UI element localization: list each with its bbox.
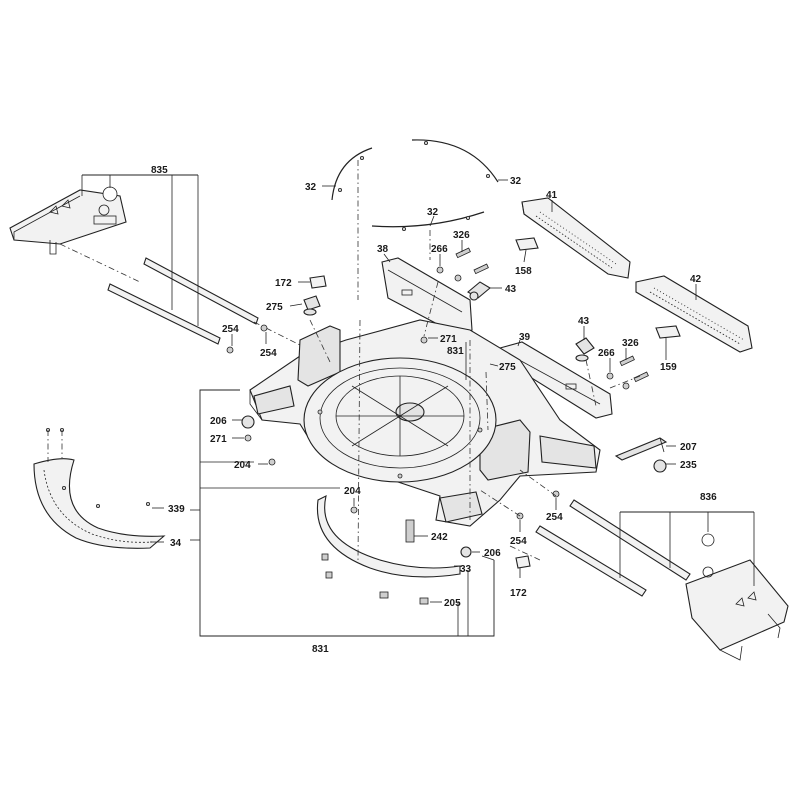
label-plate-172-upper: [309, 275, 327, 289]
label-172-lower: 172: [510, 588, 527, 599]
left-rod-lower: [107, 283, 221, 345]
label-206-upper: 206: [210, 416, 227, 427]
right-rod-upper: [569, 499, 691, 581]
label-205: 205: [444, 598, 461, 609]
label-254-lower-center: 254: [510, 536, 527, 547]
label-207: 207: [680, 442, 697, 453]
left-extension-support: [9, 186, 127, 255]
leader-lines: [81, 174, 755, 637]
label-204-left: 204: [234, 460, 251, 471]
label-32-left: 32: [305, 182, 317, 193]
label-266-upper: 266: [431, 244, 448, 255]
screw-set-lower: [606, 355, 649, 390]
label-39: 39: [519, 332, 531, 343]
label-254-upper-right: 254: [260, 348, 277, 359]
right-rod-lower: [535, 525, 647, 597]
fence-rail-left: [331, 147, 373, 201]
label-254-lower-right: 254: [546, 512, 563, 523]
misc-hardware: [241, 336, 668, 569]
label-34: 34: [170, 538, 182, 549]
label-plate-158: [515, 237, 539, 251]
label-271-left: 271: [210, 434, 227, 445]
guide-lines: [309, 160, 641, 561]
label-158: 158: [515, 266, 532, 277]
label-33: 33: [460, 564, 472, 575]
left-rod-upper: [143, 257, 259, 325]
label-275-lower: 275: [499, 362, 516, 373]
sliding-fence-38: [381, 257, 473, 337]
label-159: 159: [660, 362, 677, 373]
arc-segment-33: [316, 494, 461, 605]
fence-42: [635, 275, 753, 353]
label-254-upper-left: 254: [222, 324, 239, 335]
fence-41: [521, 197, 631, 279]
label-32-right: 32: [510, 176, 522, 187]
label-339: 339: [168, 504, 185, 515]
part-labels: 835 32 32 32 41 42 38 266 326 158 172 27…: [151, 165, 717, 655]
label-836: 836: [700, 492, 717, 503]
label-266-lower: 266: [598, 348, 615, 359]
label-41: 41: [546, 190, 558, 201]
label-326-upper: 326: [453, 230, 470, 241]
fence-rail-center: [371, 211, 485, 231]
label-206-lower: 206: [484, 548, 501, 559]
knob-43-lower: [575, 337, 595, 362]
label-38: 38: [377, 244, 389, 255]
fence-rail-right: [411, 139, 499, 183]
label-242: 242: [431, 532, 448, 543]
label-271-upper: 271: [440, 334, 457, 345]
label-326-lower: 326: [622, 338, 639, 349]
label-831-upper: 831: [447, 346, 464, 357]
screw-set-upper: [436, 247, 489, 282]
knob-275-upper: [303, 295, 321, 316]
label-42: 42: [690, 274, 702, 285]
label-43-lower: 43: [578, 316, 590, 327]
label-172-upper: 172: [275, 278, 292, 289]
turntable: [303, 357, 497, 483]
label-235: 235: [680, 460, 697, 471]
label-831-bottom: 831: [312, 644, 329, 655]
label-plate-159: [655, 325, 681, 339]
miter-scale-34: [33, 427, 166, 549]
label-835: 835: [151, 165, 168, 176]
label-32-center: 32: [427, 207, 439, 218]
label-43-upper: 43: [505, 284, 517, 295]
knob-43-upper: [467, 281, 491, 301]
label-275-upper: 275: [266, 302, 283, 313]
right-extension-support: [685, 533, 789, 661]
label-204-center: 204: [344, 486, 361, 497]
